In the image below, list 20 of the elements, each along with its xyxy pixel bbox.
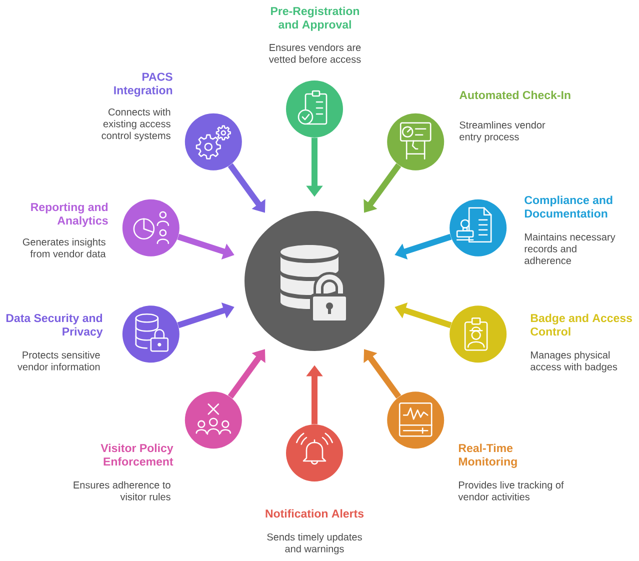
description: Maintains necessary records and adherence xyxy=(524,233,616,264)
heading: Automated Check-In xyxy=(459,90,570,100)
description: Generates insights from vendor data xyxy=(22,238,106,258)
description: Manages physical access with badges xyxy=(530,351,618,372)
description: Ensures vendors are vetted before access xyxy=(268,44,361,63)
heading: Visitor Policy Enforcement xyxy=(100,444,174,466)
description: Protects sensitive vendor information xyxy=(18,351,100,370)
description: Ensures adherence to visitor rules xyxy=(74,481,170,500)
heading: Badge and Access Control xyxy=(530,314,632,336)
description: Connects with existing access control systems xyxy=(102,108,170,142)
heading: Pre-Registration and Approval xyxy=(271,6,359,31)
heading: Notification Alerts xyxy=(266,509,364,518)
description: Sends timely updates and warnings xyxy=(267,533,362,554)
heading: Reporting and Analytics xyxy=(31,202,108,227)
description: Provides live tracking of vendor activities xyxy=(458,481,564,500)
heading: Real-Time Monitoring xyxy=(458,444,517,468)
heading: Data Security and Privacy xyxy=(6,314,103,338)
description: Streamlines vendor entry process xyxy=(460,121,546,142)
heading: PACS Integration xyxy=(114,72,172,97)
heading: Compliance and Documentation xyxy=(524,196,612,218)
